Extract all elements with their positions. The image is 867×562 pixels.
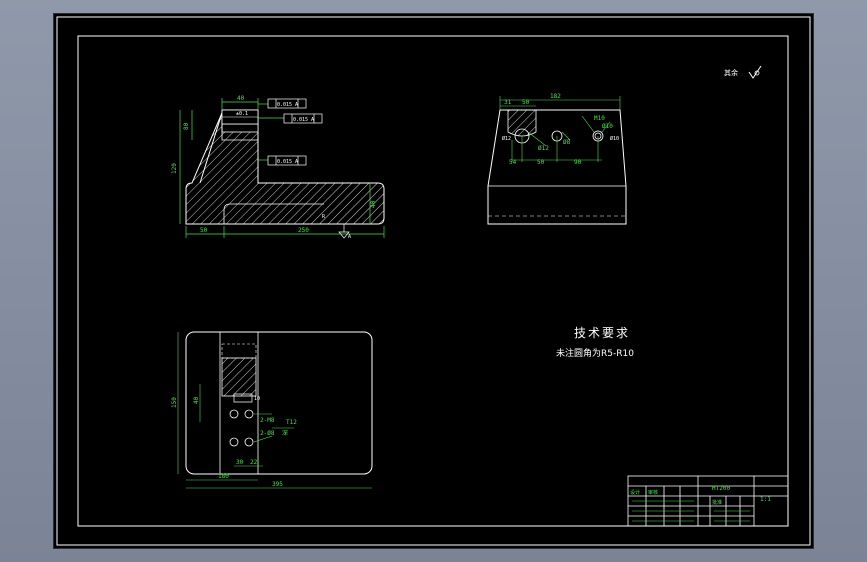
title-designer: 设计: [630, 489, 640, 496]
drawing-canvas: 40 ±0.1 80 120 40 50 250 R 0.015 A 0.015…: [56, 16, 811, 546]
top-thread1: 2-M8: [260, 417, 275, 424]
side-lbl1: Ø12: [502, 135, 511, 142]
side-view: [487, 96, 627, 225]
top-depth: T12: [286, 419, 297, 426]
fcf-3: 0.015 A: [277, 159, 298, 165]
side-dim-seg2: 50: [522, 99, 530, 106]
cad-drawing-viewport[interactable]: 40 ±0.1 80 120 40 50 250 R 0.015 A 0.015…: [54, 14, 813, 548]
dim-top-tol: ±0.1: [236, 111, 248, 117]
title-sheet: 1:1: [760, 496, 771, 503]
dim-bottom-left: 50: [200, 227, 208, 234]
dim-radius: R: [322, 214, 326, 220]
fcf-1: 0.015 A: [277, 102, 298, 108]
side-dim-top-total: 182: [550, 93, 561, 100]
tech-requirements-title: 技术要求: [574, 326, 631, 340]
side-dim-seg1: 31: [504, 99, 512, 106]
front-view-body: [185, 109, 385, 225]
dim-top-width: 40: [237, 95, 245, 102]
title-approve: 批准: [712, 499, 722, 506]
dim-height-left: 80: [183, 122, 190, 130]
side-hole2: Ø8: [563, 139, 571, 146]
top-thread2: 2-Ø8: [260, 430, 275, 437]
top-dim-width-total: 395: [272, 481, 283, 488]
side-dim-b3: 90: [574, 159, 582, 166]
outer-frame: [56, 16, 811, 546]
top-dim-width-left: 180: [218, 473, 229, 480]
top-depth2: 深: [282, 429, 288, 437]
top-dim-seg-b: 22: [250, 459, 258, 466]
title-part-code: HT200: [712, 485, 730, 492]
inner-frame: [77, 35, 789, 527]
side-hole4: Ø10: [602, 123, 613, 130]
datum-label: A: [348, 234, 351, 240]
top-dim-height: 150: [171, 397, 178, 408]
taper-line: [199, 112, 223, 184]
side-dim-b2: 50: [537, 159, 545, 166]
dim-total-height: 120: [171, 163, 178, 174]
top-dim-inner-h: 40: [193, 396, 200, 404]
dim-base-height: 40: [370, 200, 377, 208]
side-hole3: M10: [594, 115, 605, 122]
dim-bottom-right: 250: [298, 227, 309, 234]
top-dim-seg-a: 30: [236, 459, 244, 466]
roughness-symbol-icon: [748, 65, 762, 79]
fcf-2: 0.015 A: [293, 117, 314, 123]
top-x10: 10: [254, 396, 260, 402]
side-lbl2: Ø10: [610, 135, 619, 142]
front-view: [179, 98, 385, 239]
side-dim-b1: 54: [509, 159, 517, 166]
roughness-note: 其余: [724, 69, 738, 77]
tech-requirements-note: 未注圆角为R5-R10: [556, 349, 634, 359]
title-checker: 审核: [648, 489, 658, 496]
slot-cut: [221, 123, 259, 133]
side-hole1: Ø12: [538, 145, 549, 152]
top-view: [177, 331, 373, 489]
